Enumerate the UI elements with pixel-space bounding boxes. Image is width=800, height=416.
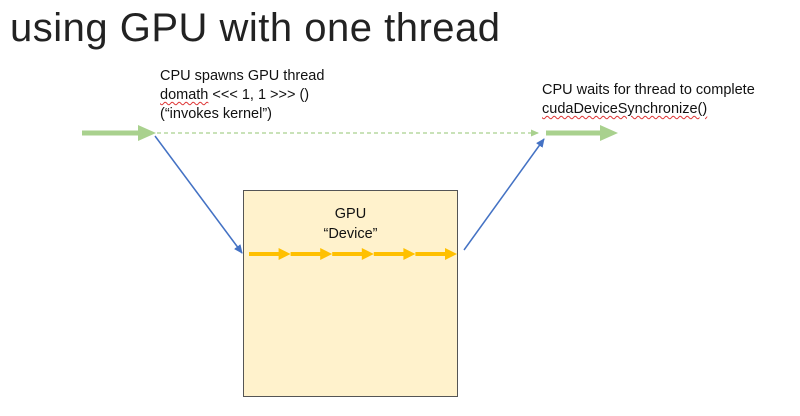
kernel-launch-code: domath <<< 1, 1 >>> () xyxy=(160,86,324,105)
gpu-thread-arrows xyxy=(249,248,457,260)
gpu-thread-arrow xyxy=(415,248,457,260)
return-connector-arrow xyxy=(463,138,545,251)
cpu-outgoing-arrow xyxy=(546,125,618,141)
spawn-line3: (“invokes kernel”) xyxy=(160,106,272,122)
wait-line1: CPU waits for thread to complete xyxy=(542,82,755,98)
gpu-thread-arrow xyxy=(249,248,291,260)
device-line1: GPU xyxy=(334,206,367,222)
launch-config: <<< 1, 1 >>> () xyxy=(208,87,310,103)
launch-connector-arrow xyxy=(154,135,243,254)
spawn-annotation: CPU spawns GPU thread domath <<< 1, 1 >>… xyxy=(160,67,324,124)
gpu-device-box xyxy=(243,190,458,397)
slide-title: using GPU with one thread xyxy=(10,6,501,50)
device-line2: “Device” xyxy=(323,226,378,242)
wait-annotation: CPU waits for thread to complete cudaDev… xyxy=(542,81,755,119)
kernel-name: domath xyxy=(160,87,209,103)
cpu-incoming-arrow xyxy=(82,125,156,141)
spawn-line1: CPU spawns GPU thread xyxy=(160,68,325,84)
gpu-thread-arrow xyxy=(373,248,416,260)
gpu-thread-arrow xyxy=(332,248,374,260)
gpu-thread-arrow xyxy=(290,248,333,260)
device-label: GPU “Device” xyxy=(243,204,458,244)
sync-call: cudaDeviceSynchronize() xyxy=(542,101,708,117)
